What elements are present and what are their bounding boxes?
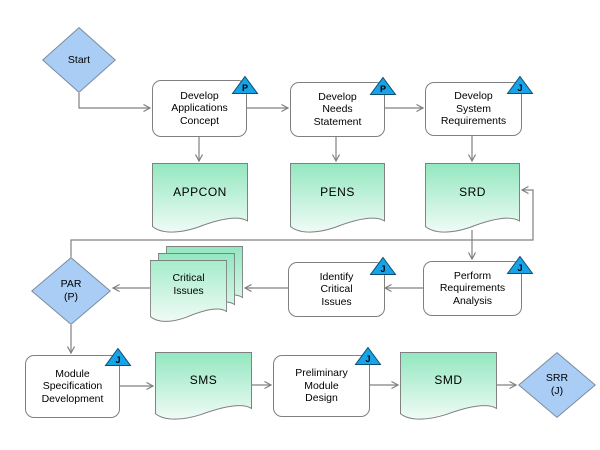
process-perform-requirements-analysis: Perform Requirements Analysis xyxy=(423,261,522,316)
decision-srr-label: SRR (J) xyxy=(545,372,569,397)
document-label: PENS xyxy=(320,184,355,199)
phase-badge-module-specification-development: J xyxy=(104,347,132,367)
document-shape xyxy=(150,260,227,324)
decision-start-label: Start xyxy=(67,53,91,66)
process-module-specification-development: Module Specification Development xyxy=(25,355,120,418)
phase-badge-letter: J xyxy=(517,82,523,93)
process-develop-applications-concept: Develop Applications Concept xyxy=(152,80,247,137)
process-label: Identify Critical Issues xyxy=(319,270,354,308)
document-srd: SRD xyxy=(425,163,520,235)
decision-srr: SRR (J) xyxy=(518,352,596,418)
decision-par: PAR (P) xyxy=(31,257,111,325)
document-pens: PENS xyxy=(290,163,385,235)
process-label: Perform Requirements Analysis xyxy=(439,269,506,307)
phase-badge-letter: P xyxy=(379,83,386,94)
phase-badge-perform-requirements-analysis: J xyxy=(506,255,534,275)
triangle-icon xyxy=(231,75,259,94)
phase-badge-letter: J xyxy=(365,353,371,364)
process-develop-system-requirements: Develop System Requirements xyxy=(425,82,522,136)
document-shape xyxy=(152,163,248,235)
process-develop-needs-statement: Develop Needs Statement xyxy=(290,82,385,137)
document-shape xyxy=(290,163,385,235)
document-label: SMS xyxy=(189,372,218,387)
phase-badge-letter: P xyxy=(241,82,248,93)
process-label: Develop Applications Concept xyxy=(171,89,228,127)
decision-par-label: PAR (P) xyxy=(60,278,82,303)
decision-start: Start xyxy=(42,27,116,93)
document-label: SRD xyxy=(459,184,486,199)
diamond-shape xyxy=(518,352,596,418)
phase-badge-develop-system-requirements: J xyxy=(506,75,534,95)
process-identify-critical-issues: Identify Critical Issues xyxy=(288,262,385,317)
phase-badge-identify-critical-issues: J xyxy=(369,256,397,276)
phase-badge-letter: J xyxy=(380,263,386,274)
document-smd: SMD xyxy=(400,352,497,422)
diamond-shape xyxy=(31,257,111,325)
triangle-icon xyxy=(369,256,397,275)
phase-badge-develop-needs-statement: P xyxy=(369,76,397,96)
document-stack-label: Critical Issues xyxy=(172,272,205,297)
diamond-shape xyxy=(42,27,116,93)
edge-par-to-srd-feedback xyxy=(70,190,534,257)
phase-badge-letter: J xyxy=(115,354,121,365)
process-label: Preliminary Module Design xyxy=(295,367,348,405)
triangle-icon xyxy=(506,75,534,94)
triangle-icon xyxy=(104,347,132,366)
document-shape xyxy=(425,163,520,235)
triangle-icon xyxy=(506,255,534,274)
document-label: APPCON xyxy=(173,184,227,199)
phase-badge-develop-applications-concept: P xyxy=(231,75,259,95)
process-label: Develop Needs Statement xyxy=(313,90,362,128)
document-appcon: APPCON xyxy=(152,163,248,235)
triangle-icon xyxy=(354,346,382,365)
process-preliminary-module-design: Preliminary Module Design xyxy=(273,355,370,417)
edge-start-to-develop-applications-concept xyxy=(78,93,150,108)
document-sms: SMS xyxy=(155,352,252,422)
document-stack-critical-issues: Critical Issues xyxy=(150,246,243,324)
stacked-document-front: Critical Issues xyxy=(150,260,227,324)
triangle-icon xyxy=(369,76,397,95)
phase-badge-letter: J xyxy=(517,262,523,273)
process-label: Module Specification Development xyxy=(41,367,104,405)
phase-badge-preliminary-module-design: J xyxy=(354,346,382,366)
document-label: SMD xyxy=(434,372,463,387)
process-label: Develop System Requirements xyxy=(440,90,507,128)
document-shape xyxy=(155,352,252,422)
document-shape xyxy=(400,352,497,422)
